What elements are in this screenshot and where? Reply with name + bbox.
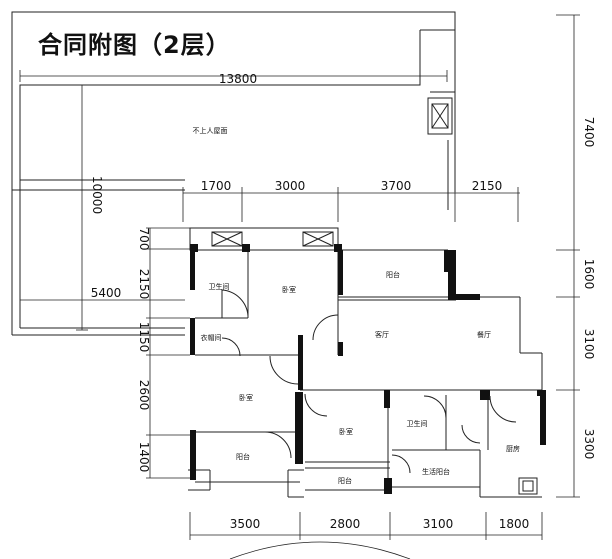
dim-left-1: 700 xyxy=(137,228,151,251)
dim-bottom-2: 2800 xyxy=(330,517,361,531)
structural-walls xyxy=(190,244,546,494)
ac-unit-roof-icon xyxy=(427,97,453,135)
room-kitchen-label: 厨房 xyxy=(506,444,520,453)
room-living-label: 客厅 xyxy=(375,330,389,339)
dim-bottom-3: 3100 xyxy=(423,517,454,531)
dim-bottom-4: 1800 xyxy=(499,517,530,531)
roof-outline xyxy=(11,11,456,336)
partition-walls xyxy=(188,227,543,498)
dim-right-2: 1600 xyxy=(582,259,596,290)
dim-right-1: 7400 xyxy=(582,117,596,148)
dim-top-1: 1700 xyxy=(201,179,232,193)
room-roof-label: 不上人屋面 xyxy=(193,126,228,135)
dim-left-2: 2150 xyxy=(137,269,151,300)
room-bedroom-n-label: 卧室 xyxy=(282,285,296,294)
dim-left-5: 1400 xyxy=(137,442,151,473)
dimension-lines xyxy=(19,14,580,559)
dim-left-3: 1150 xyxy=(137,322,151,353)
room-balcony-s-label: 阳台 xyxy=(338,476,352,485)
room-bath-c-label: 卫生间 xyxy=(407,419,428,428)
room-closet-label: 衣帽间 xyxy=(201,333,222,342)
room-bedroom-w-label: 卧室 xyxy=(239,393,253,402)
dim-top-3: 3700 xyxy=(381,179,412,193)
room-bath-nw-label: 卫生间 xyxy=(209,282,230,291)
dim-right-3: 3100 xyxy=(582,329,596,360)
dim-roof-depth: 10000 xyxy=(90,176,104,214)
dim-top-2: 3000 xyxy=(275,179,306,193)
room-balcony-n-label: 阳台 xyxy=(386,270,400,279)
door-swings xyxy=(221,289,517,474)
dim-left-4: 2600 xyxy=(137,380,151,411)
kitchen-sink-icon xyxy=(518,477,538,495)
dim-top-4: 2150 xyxy=(472,179,503,193)
room-utility-balcony-label: 生活阳台 xyxy=(422,467,450,476)
room-bedroom-c-label: 卧室 xyxy=(339,427,353,436)
page-title: 合同附图（2层） xyxy=(38,31,231,59)
dim-left-offset: 5400 xyxy=(91,286,122,300)
dim-right-4: 3300 xyxy=(582,429,596,460)
dim-roof-width: 13800 xyxy=(219,72,257,86)
room-dining-label: 餐厅 xyxy=(477,330,491,339)
dim-bottom-1: 3500 xyxy=(230,517,261,531)
room-balcony-sw-label: 阳台 xyxy=(236,452,250,461)
